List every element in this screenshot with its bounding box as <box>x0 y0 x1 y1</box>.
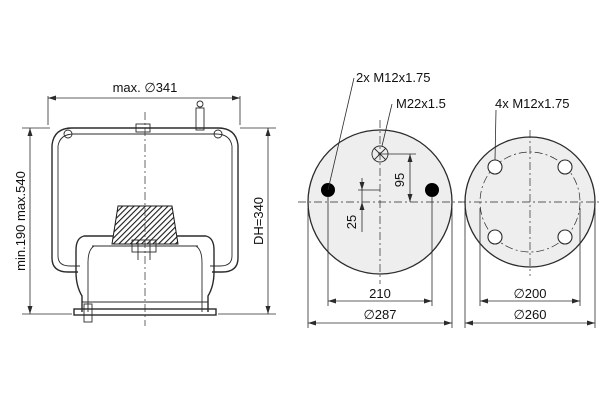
top-thread-label: 2x M12x1.75 <box>356 70 430 85</box>
air-spring-outline <box>51 100 239 326</box>
design-height-label: DH=340 <box>251 197 266 245</box>
max-diameter-dimension: max. ∅341 <box>47 80 241 125</box>
offset-95-label: 95 <box>392 173 407 187</box>
side-view: max. ∅341 <box>13 80 276 326</box>
hole-spacing-label: 210 <box>369 286 391 301</box>
bolt-hole-bottom-left <box>487 229 503 245</box>
design-height-dimension: DH=340 <box>218 127 276 315</box>
max-diameter-label: max. ∅341 <box>113 80 178 95</box>
mounting-hole-right <box>425 183 439 197</box>
top-diameter-label: ∅260 <box>513 307 546 322</box>
bolt-circle-label: ∅200 <box>513 286 546 301</box>
bottom-diameter-label: ∅287 <box>363 307 396 322</box>
top-plate-view: 4x M12x1.75 ∅200 ∅260 <box>458 96 600 328</box>
bolt-hole-top-right <box>557 159 573 175</box>
offset-25-label: 25 <box>344 215 359 229</box>
bolt-hole-top-left <box>487 159 503 175</box>
stroke-dimension: min.190 max.540 <box>13 127 72 315</box>
bolt-hole-bottom-right <box>557 229 573 245</box>
stroke-label: min.190 max.540 <box>13 171 28 271</box>
top-thread-4x-label: 4x M12x1.75 <box>495 96 569 111</box>
bottom-plate-view: 2x M12x1.75 M22x1.5 95 25 210 ∅287 <box>298 70 462 328</box>
center-thread-label: M22x1.5 <box>396 96 446 111</box>
